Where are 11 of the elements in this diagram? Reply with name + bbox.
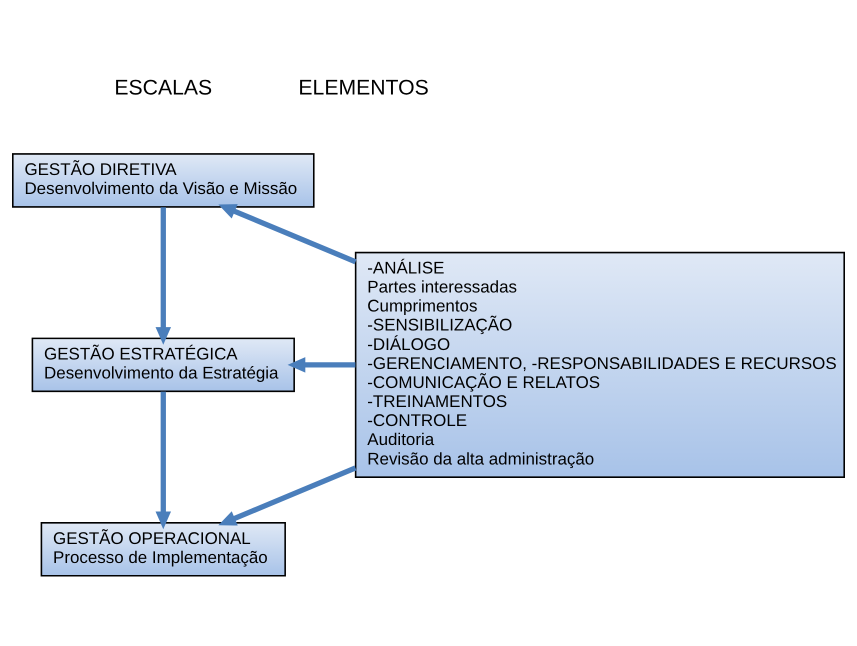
node-box: GESTÃO OPERACIONAL Processo de Implementação	[40, 522, 286, 577]
arrow	[218, 204, 357, 264]
node-box: GESTÃO ESTRATÉGICA Desenvolvimento da Estratégia	[32, 338, 295, 392]
label: ELEMENTOS	[298, 76, 429, 100]
arrow	[156, 392, 172, 530]
arrow	[156, 207, 172, 345]
label: ESCALAS	[114, 76, 212, 100]
node-box: GESTÃO DIRETIVA Desenvolvimento da Visão e Missão	[12, 153, 315, 208]
node-box: -ANÁLISE Partes interessadas Cumprimentos -SENSIBILIZAÇÃO -DIÁLOGO -GERENCIAMENTO, -RESPONSABILIDADES E RECURSOS -COMUNICAÇÃO E RELATOS -TREINAMENTOS -CONTROLE Auditoria Revisão da alta administração	[354, 252, 845, 478]
arrow	[288, 357, 356, 373]
arrow	[218, 466, 356, 526]
